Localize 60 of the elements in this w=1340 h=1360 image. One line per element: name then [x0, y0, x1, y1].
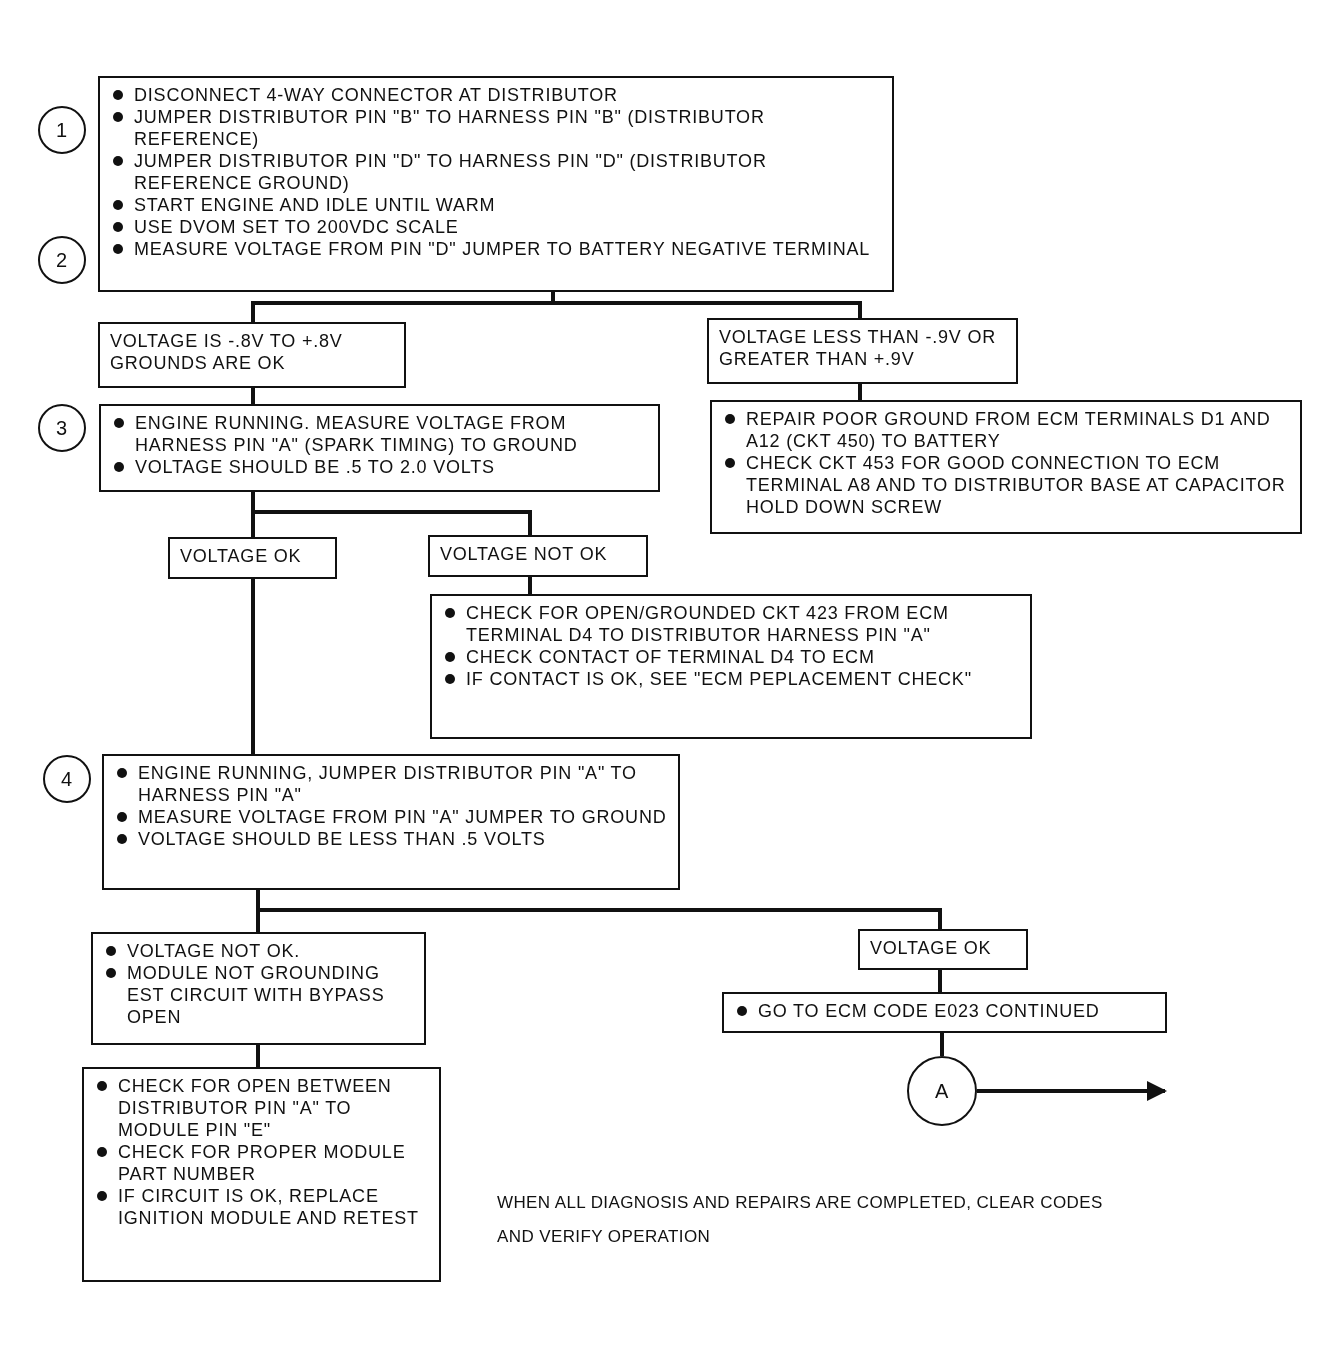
step-number: 3	[56, 417, 68, 439]
box-text: VOLTAGE OK	[180, 545, 303, 567]
instruction-box	[91, 932, 426, 1045]
result-box	[168, 537, 337, 579]
bullet-item: MEASURE VOLTAGE FROM PIN "A" JUMPER TO GROUND	[114, 806, 668, 828]
bullet-item: IF CIRCUIT IS OK, REPLACE IGNITION MODULE AND RETEST	[94, 1185, 429, 1229]
instruction-box	[430, 594, 1032, 739]
instruction-box	[99, 404, 660, 492]
bullet-item: GO TO ECM CODE E023 CONTINUED	[734, 1000, 1155, 1022]
result-box	[707, 318, 1018, 384]
bullet-item: START ENGINE AND IDLE UNTIL WARM	[110, 194, 882, 216]
bullet-item: REPAIR POOR GROUND FROM ECM TERMINALS D1 AND A12 (CKT 450) TO BATTERY	[722, 408, 1290, 452]
bullet-item: CHECK CKT 453 FOR GOOD CONNECTION TO ECM TERMINAL A8 AND TO DISTRIBUTOR BASE AT CAPACITOR HOLD DOWN SCREW	[722, 452, 1290, 518]
connector-line	[251, 579, 255, 754]
bullet-item: MODULE NOT GROUNDING EST CIRCUIT WITH BYPASS OPEN	[103, 962, 414, 1028]
step-number: 4	[61, 768, 73, 790]
bullet-item: JUMPER DISTRIBUTOR PIN "D" TO HARNESS PIN "D" (DISTRIBUTOR REFERENCE GROUND)	[110, 150, 882, 194]
bullet-item: DISCONNECT 4-WAY CONNECTOR AT DISTRIBUTOR	[110, 84, 882, 106]
result-box	[858, 929, 1028, 970]
bullet-item: VOLTAGE SHOULD BE .5 TO 2.0 VOLTS	[111, 456, 648, 478]
arrow	[977, 1081, 1167, 1101]
bullet-item: CHECK FOR OPEN/GROUNDED CKT 423 FROM ECM TERMINAL D4 TO DISTRIBUTOR HARNESS PIN "A"	[442, 602, 1020, 646]
connector-line	[251, 492, 532, 535]
bullet-item: CHECK CONTACT OF TERMINAL D4 TO ECM	[442, 646, 1020, 668]
instruction-box	[82, 1067, 441, 1282]
bullet-item: IF CONTACT IS OK, SEE "ECM PEPLACEMENT CHECK"	[442, 668, 1020, 690]
box-text: VOLTAGE NOT OK	[440, 543, 609, 565]
bullet-item: MEASURE VOLTAGE FROM PIN "D" JUMPER TO BATTERY NEGATIVE TERMINAL	[110, 238, 882, 260]
step-number: 2	[56, 249, 68, 271]
step-circle	[38, 236, 86, 284]
step-circle	[38, 404, 86, 452]
bullet-item: CHECK FOR PROPER MODULE PART NUMBER	[94, 1141, 429, 1185]
connector-line	[938, 970, 942, 992]
box-text: VOLTAGE OK	[870, 937, 993, 959]
bullet-item: VOLTAGE NOT OK.	[103, 940, 414, 962]
instruction-box	[98, 76, 894, 292]
bullet-item: VOLTAGE SHOULD BE LESS THAN .5 VOLTS	[114, 828, 668, 850]
step-number: 1	[56, 119, 68, 141]
note-text: WHEN ALL DIAGNOSIS AND REPAIRS ARE COMPLETED, CLEAR CODES AND VERIFY OPERATION	[497, 1192, 1104, 1248]
connector-line	[256, 1045, 260, 1067]
box-text: VOLTAGE IS -.8V TO +.8V GROUNDS ARE OK	[110, 330, 344, 374]
connector-line	[251, 388, 255, 404]
bullet-item: ENGINE RUNNING, JUMPER DISTRIBUTOR PIN "A" TO HARNESS PIN "A"	[114, 762, 668, 806]
result-box	[428, 535, 648, 577]
instruction-box	[102, 754, 680, 890]
instruction-box	[722, 992, 1167, 1033]
bullet-item: USE DVOM SET TO 200VDC SCALE	[110, 216, 882, 238]
step-number: A	[934, 1080, 950, 1102]
bullet-item: ENGINE RUNNING. MEASURE VOLTAGE FROM HARNESS PIN "A" (SPARK TIMING) TO GROUND	[111, 412, 648, 456]
connector-line	[940, 1033, 944, 1056]
bullet-item: JUMPER DISTRIBUTOR PIN "B" TO HARNESS PIN "B" (DISTRIBUTOR REFERENCE)	[110, 106, 882, 150]
box-text: VOLTAGE LESS THAN -.9V OR GREATER THAN +.9V	[719, 326, 998, 370]
step-circle	[38, 106, 86, 154]
bullet-item: CHECK FOR OPEN BETWEEN DISTRIBUTOR PIN "A" TO MODULE PIN "E"	[94, 1075, 429, 1141]
result-box	[98, 322, 406, 388]
step-circle	[43, 755, 91, 803]
connector-line	[528, 577, 532, 594]
connector-line	[858, 384, 862, 400]
instruction-box	[710, 400, 1302, 534]
connector-line	[551, 292, 862, 318]
